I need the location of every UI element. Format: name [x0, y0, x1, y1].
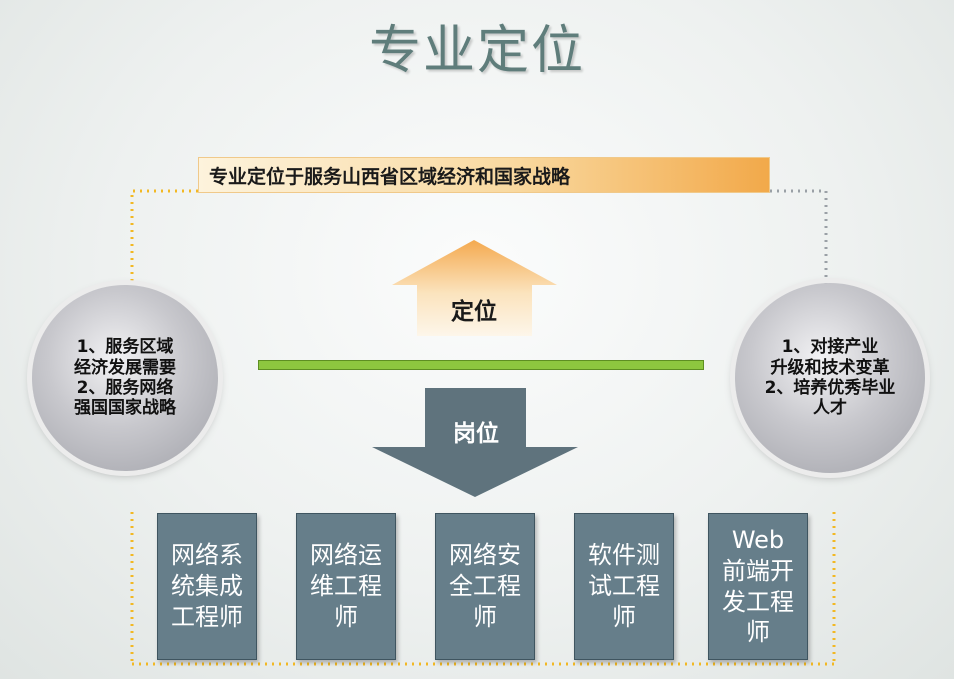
page-title: 专业定位: [368, 21, 585, 81]
up-arrow: [392, 240, 557, 336]
role-label: 网络运 维工程 师: [310, 541, 382, 631]
divider-bar: [258, 360, 704, 370]
role-box: Web 前端开 发工程 师: [708, 513, 808, 660]
role-box: 软件测 试工程 师: [574, 513, 674, 660]
role-label: Web 前端开 发工程 师: [722, 526, 794, 647]
role-box: 网络系 统集成 工程师: [157, 513, 257, 660]
left-circle-text: 1、服务区域 经济发展需要 2、服务网络 强国国家战略: [74, 337, 176, 419]
role-box: 网络安 全工程 师: [435, 513, 535, 660]
positioning-banner: 专业定位于服务山西省区域经济和国家战略: [198, 157, 770, 193]
right-dotted-connector: [770, 189, 828, 290]
role-label: 网络安 全工程 师: [449, 541, 521, 631]
role-box: 网络运 维工程 师: [296, 513, 396, 660]
right-circle-text: 1、对接产业 升级和技术变革 2、培养优秀毕业 人才: [764, 337, 896, 419]
up-arrow-label: 定位: [451, 299, 497, 325]
left-dotted-connector: [130, 189, 198, 300]
right-goal-circle: 1、对接产业 升级和技术变革 2、培养优秀毕业 人才: [735, 283, 925, 473]
role-label: 软件测 试工程 师: [588, 541, 660, 631]
role-label: 网络系 统集成 工程师: [171, 541, 243, 631]
down-arrow-label: 岗位: [453, 421, 499, 447]
down-arrow: [372, 388, 578, 497]
left-goal-circle: 1、服务区域 经济发展需要 2、服务网络 强国国家战略: [32, 285, 218, 471]
